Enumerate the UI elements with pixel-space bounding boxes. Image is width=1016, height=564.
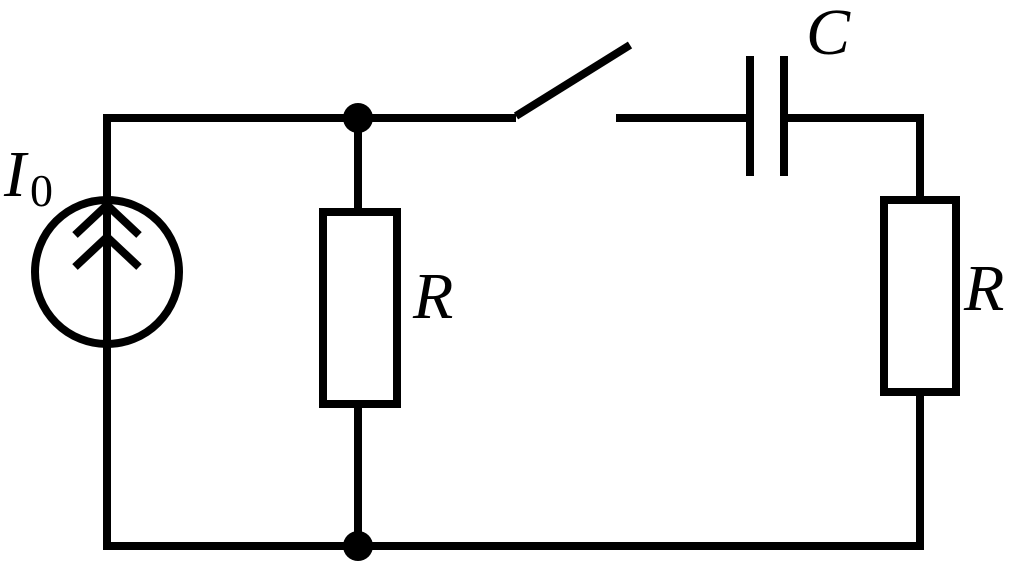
resistor-left-label: R [412,260,453,333]
capacitor-label: C [806,0,851,69]
middle-resistor-branch [319,118,401,546]
capacitor [746,56,788,176]
resistor-right-label: R [963,252,1004,325]
right-branch-wire [784,114,924,550]
source-subscript: 0 [30,165,53,216]
resistor-right [880,196,960,396]
source-label: I [3,138,29,211]
current-source [31,196,183,348]
switch [513,41,633,120]
resistor-left [319,208,401,408]
